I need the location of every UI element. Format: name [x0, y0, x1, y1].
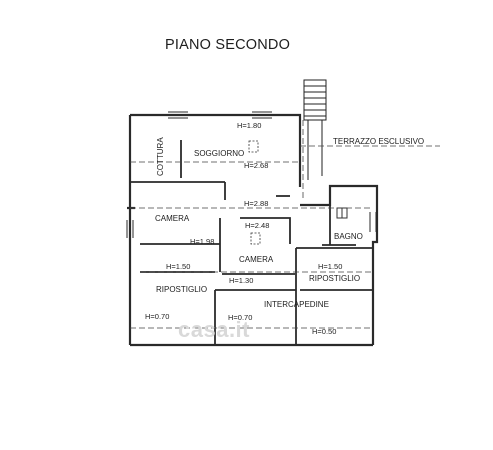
room-label-cottura: COTTURA: [156, 137, 165, 176]
height-label: H=0.70: [145, 312, 169, 321]
height-label: H=1.50: [318, 262, 342, 271]
height-label: H=1.30: [229, 276, 253, 285]
interior-walls: [130, 140, 373, 345]
height-label: H=1.50: [166, 262, 190, 271]
room-label-ripostiglio-1: RIPOSTIGLIO: [156, 285, 207, 294]
room-label-terrazzo: TERRAZZO ESCLUSIVO: [333, 137, 424, 146]
height-label: H=0.70: [228, 313, 252, 322]
ceiling-lights: [248, 140, 261, 245]
windows: [126, 111, 377, 238]
room-label-ripostiglio-2: RIPOSTIGLIO: [309, 274, 360, 283]
height-lines: [130, 120, 440, 329]
room-label-soggiorno: SOGGIORNO: [194, 149, 244, 158]
height-label: H=1.98: [190, 237, 214, 246]
height-label: H=2.48: [245, 221, 269, 230]
staircase: [303, 79, 327, 180]
plan-title: PIANO SECONDO: [165, 37, 291, 53]
bathroom-fixture: [336, 207, 348, 219]
room-label-intercapedine: INTERCAPEDINE: [264, 300, 329, 309]
height-label: H=2.88: [244, 199, 268, 208]
room-label-bagno: BAGNO: [334, 232, 363, 241]
room-label-camera-1: CAMERA: [155, 214, 190, 223]
height-label: H=2.68: [244, 161, 268, 170]
watermark: casa.it: [178, 317, 250, 342]
height-label: H=0.50: [312, 327, 336, 336]
room-label-camera-2: CAMERA: [239, 255, 274, 264]
height-label: H=1.80: [237, 121, 261, 130]
